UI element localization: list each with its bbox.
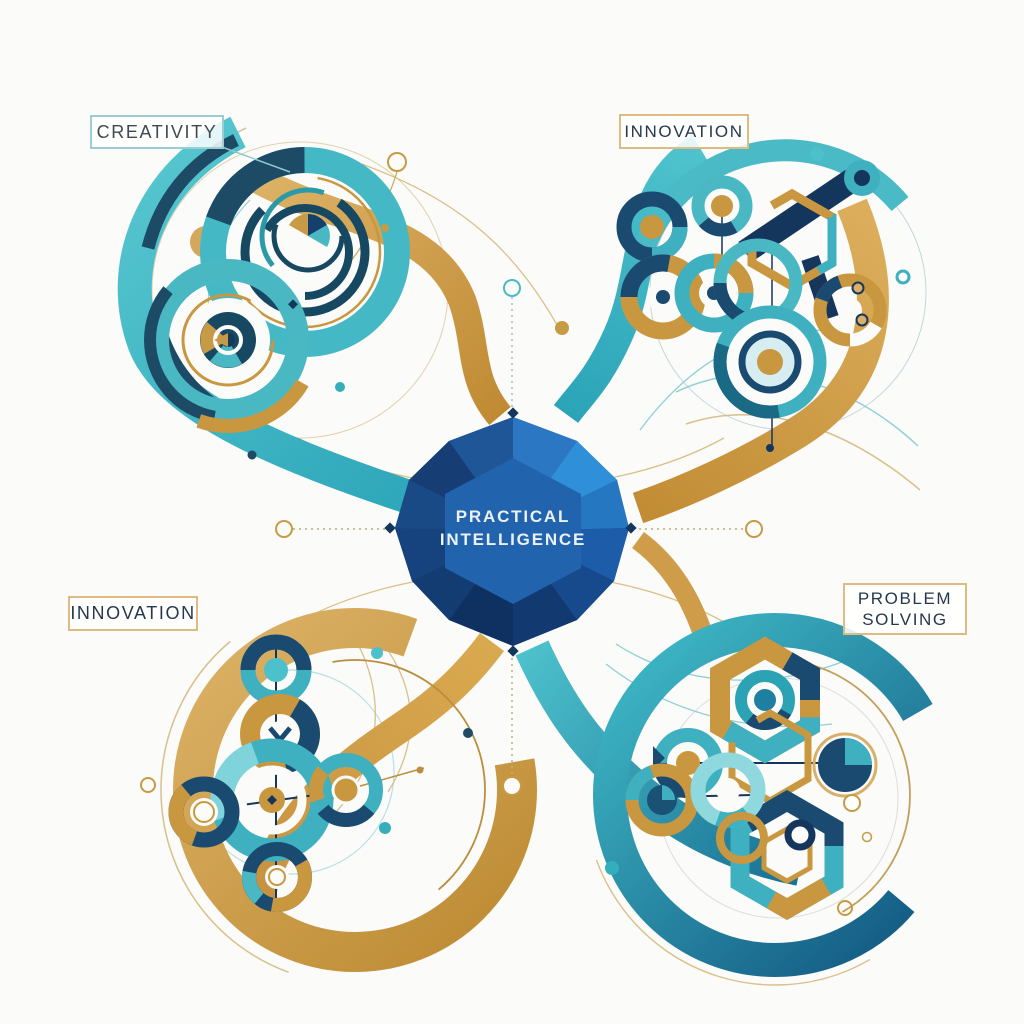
cluster-innovation-top-right xyxy=(616,139,909,445)
label-problem-solving-text: PROBLEM SOLVING xyxy=(857,588,953,629)
label-innovation-bottom-left-text: INNOVATION xyxy=(70,603,196,624)
center-gem-label: PRACTICAL INTELLIGENCE xyxy=(439,507,587,549)
label-creativity-text: CREATIVITY xyxy=(96,121,218,142)
label-innovation-top-right: INNOVATION xyxy=(619,114,749,149)
label-problem-solving: PROBLEM SOLVING xyxy=(843,583,967,635)
node-ring-bottom xyxy=(502,776,522,796)
ribbon-gold-top-right xyxy=(632,198,889,524)
label-innovation-bottom-left: INNOVATION xyxy=(68,596,198,631)
center-gem xyxy=(384,407,637,657)
ribbon-gold-bottom-right-short xyxy=(631,531,715,644)
cluster-problem-solving xyxy=(584,604,966,986)
label-innovation-top-right-text: INNOVATION xyxy=(624,121,744,141)
cluster-creativity xyxy=(135,147,410,433)
label-creativity: CREATIVITY xyxy=(90,115,224,149)
node-ring-left xyxy=(275,520,293,538)
gem-face xyxy=(445,458,581,604)
accent-dots xyxy=(140,147,911,916)
creativity-connector xyxy=(221,146,291,173)
teal-ring xyxy=(593,613,957,977)
node-ring-right xyxy=(745,520,763,538)
node-ring-top xyxy=(503,279,521,297)
axis-guides xyxy=(140,146,911,916)
